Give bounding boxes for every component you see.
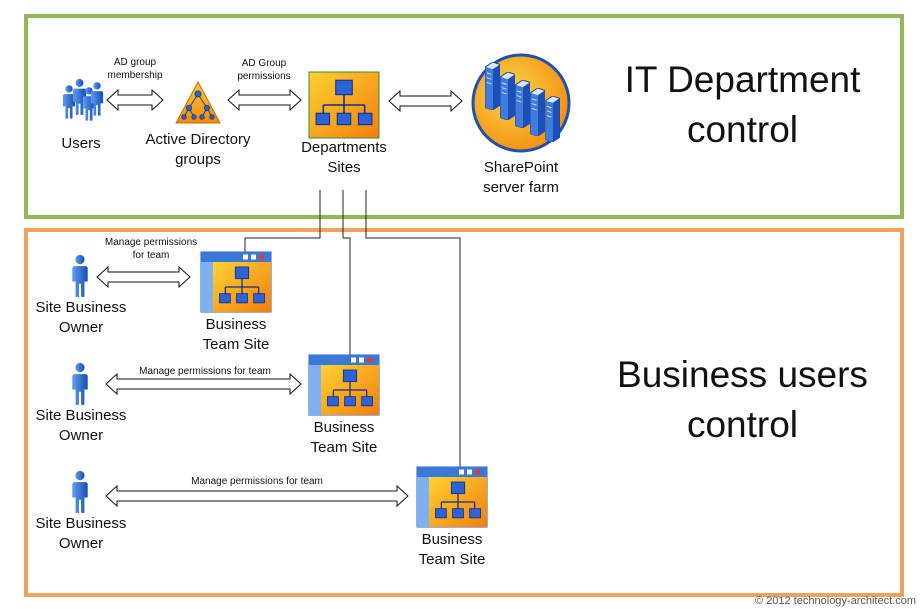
business-title-line1: Business users [617, 354, 868, 395]
site-connectors [244, 190, 461, 468]
connector-team-site-1 [244, 190, 321, 252]
ad-membership-edge-label: AD group membership [100, 57, 170, 82]
it-region-title: IT Department control [600, 55, 885, 155]
manage-permissions-edge-label-2: Manage permissions for team [130, 366, 280, 379]
departments-sites-icon [308, 71, 380, 139]
active-directory-label: Active Directory groups [128, 130, 268, 169]
users-icon [62, 79, 104, 121]
team-site-label-2: Business Team Site [294, 418, 394, 457]
arrow-owner-team-site-1 [96, 265, 191, 289]
it-title-line2: control [686, 108, 799, 150]
team-site-1-line2: Team Site [202, 335, 270, 353]
active-directory-icon [175, 80, 221, 124]
it-title-line1: IT Department [624, 59, 861, 100]
team-site-window-icon-2 [308, 354, 380, 416]
arrow-ad-departments [227, 88, 302, 112]
team-site-2-line1: Business [313, 419, 375, 436]
team-site-label-1: Business Team Site [186, 315, 286, 354]
site-business-owner-label-2: Site Business Owner [30, 406, 132, 445]
edge-3-line1: Manage permissions for team [191, 476, 323, 487]
business-control-region [24, 228, 904, 597]
copyright-text: © 2012 technology-architect.com [755, 595, 916, 607]
users-label: Users [61, 135, 101, 152]
sharepoint-farm-label-line2: server farm [483, 178, 559, 196]
sharepoint-server-farm-icon [471, 53, 571, 153]
arrow-users-ad [106, 88, 164, 112]
edge-1-line1: Manage permissions [104, 237, 198, 248]
site-business-owner-icon-2 [72, 362, 88, 405]
owner-2-line2: Owner [58, 426, 104, 444]
owner-1-line2: Owner [58, 318, 104, 336]
sharepoint-farm-label: SharePoint server farm [466, 158, 576, 197]
team-site-3-line2: Team Site [418, 550, 486, 568]
active-directory-label-line2: groups [175, 150, 221, 168]
site-business-owner-label-3: Site Business Owner [30, 514, 132, 553]
team-site-3-line1: Business [421, 531, 483, 548]
team-site-1-line1: Business [205, 316, 267, 333]
business-title-line2: control [686, 403, 799, 445]
team-site-window-icon-3 [416, 466, 488, 528]
arrow-owner-team-site-2 [105, 372, 302, 396]
edge-1-line2: for team [132, 249, 170, 261]
owner-2-line1: Site Business [35, 407, 127, 424]
ad-permissions-edge-line1: AD Group [241, 58, 287, 69]
ad-permissions-edge-label: AD Group permissions [226, 58, 302, 83]
manage-permissions-edge-label-3: Manage permissions for team [182, 476, 332, 489]
team-site-2-line2: Team Site [310, 438, 378, 456]
owner-1-line1: Site Business [35, 299, 127, 316]
active-directory-label-line1: Active Directory [145, 131, 251, 148]
ad-permissions-edge-line2: permissions [237, 70, 291, 82]
sharepoint-farm-label-line1: SharePoint [483, 159, 559, 176]
owner-3-line2: Owner [58, 534, 104, 552]
team-site-label-3: Business Team Site [402, 530, 502, 569]
departments-sites-label: Departments Sites [284, 138, 404, 177]
site-business-owner-label-1: Site Business Owner [30, 298, 132, 337]
site-business-owner-icon-1 [72, 254, 88, 297]
it-control-region [24, 14, 904, 219]
connector-team-site-3 [365, 190, 461, 468]
departments-sites-label-line1: Departments [301, 139, 387, 156]
arrow-departments-farm [388, 89, 463, 113]
owner-3-line1: Site Business [35, 515, 127, 532]
arrow-owner-team-site-3 [105, 484, 409, 508]
connector-team-site-2 [342, 190, 351, 355]
team-site-window-icon-1 [200, 251, 272, 313]
departments-sites-label-line2: Sites [327, 158, 361, 176]
site-business-owner-icon-3 [72, 470, 88, 513]
manage-permissions-edge-label-1: Manage permissions for team [96, 237, 206, 262]
ad-membership-edge-line2: membership [107, 69, 163, 81]
edge-2-line1: Manage permissions for team [139, 366, 271, 377]
business-region-title: Business users control [600, 350, 885, 450]
ad-membership-edge-line1: AD group [113, 57, 157, 68]
